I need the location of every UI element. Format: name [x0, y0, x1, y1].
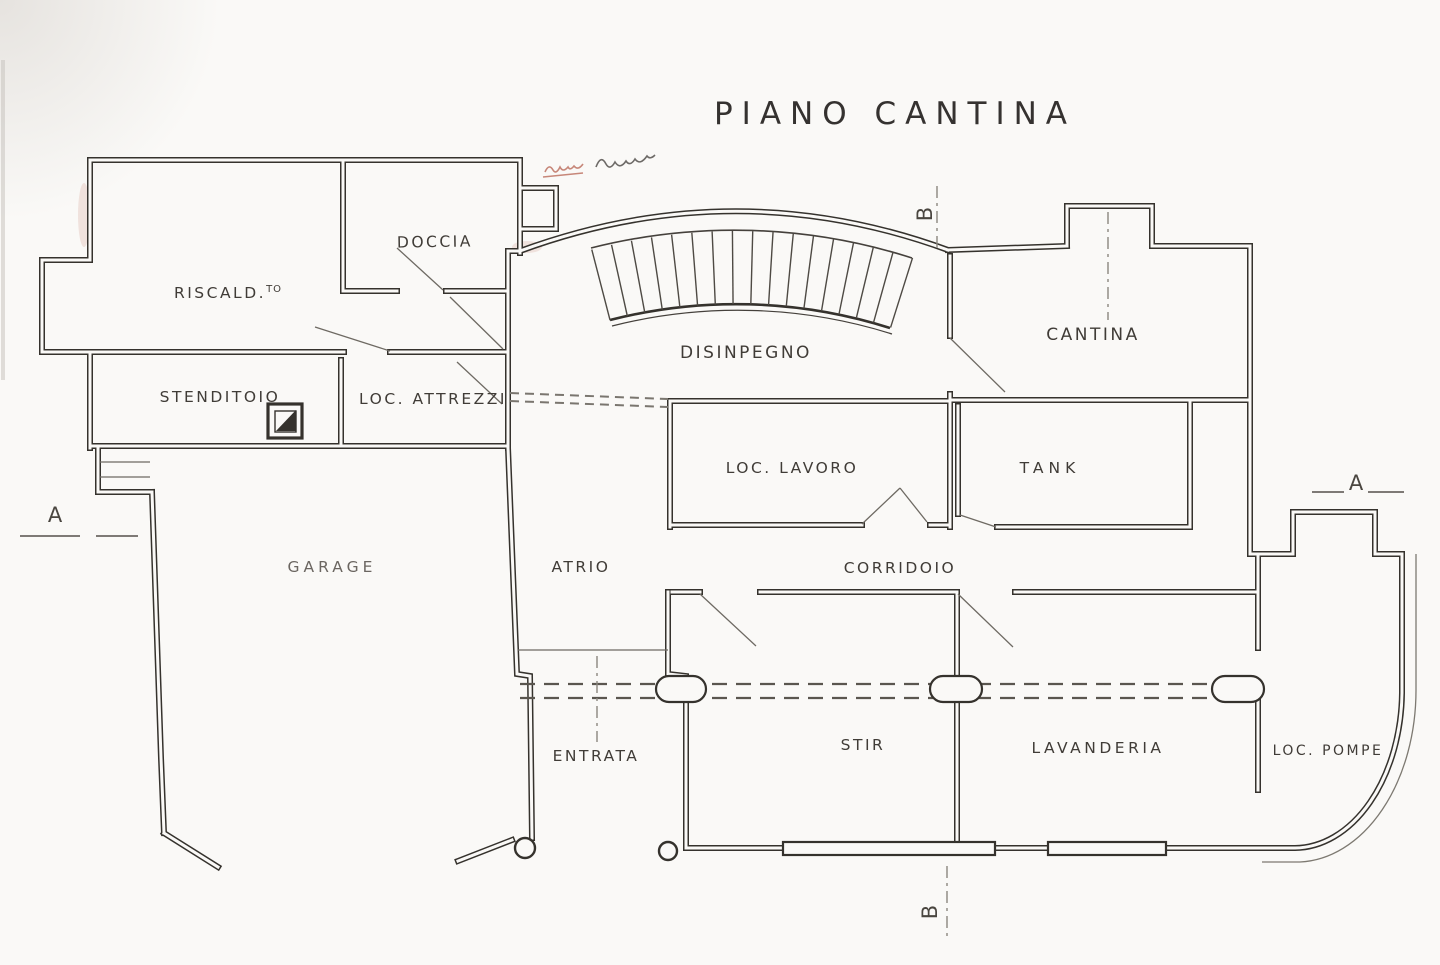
- fixtures: [266, 402, 1266, 862]
- block-a-interior-walls: [90, 160, 510, 448]
- section-marker-b-bottom: B: [918, 905, 942, 919]
- stair-top-arc: [590, 229, 913, 259]
- scan-artifacts: [1, 60, 542, 380]
- room-label-lavanderia: LAVANDERIA: [1031, 739, 1164, 757]
- wall-cores: [40, 158, 1404, 870]
- room-label-doccia: DOCCIA: [397, 232, 473, 251]
- block-a-left-niche: [40, 258, 92, 354]
- pilaster: [928, 674, 984, 704]
- handwritten-annotations: [542, 154, 656, 178]
- room-label-stenditoio: STENDITOIO: [160, 388, 281, 406]
- loc-pompe-outer-wall: [1228, 510, 1404, 850]
- window-band-stir: [781, 840, 997, 857]
- section-marker-a-left: A: [48, 503, 63, 527]
- handwritten-note-pencil: [595, 154, 656, 168]
- entrata-right-wall: [665, 589, 689, 848]
- block-a-right-wall: [506, 249, 522, 450]
- detail-lines: [20, 186, 1417, 940]
- niche-steps: [100, 461, 150, 478]
- garage-left-niche: [96, 444, 154, 494]
- room-label-tank: TANK: [1019, 459, 1081, 477]
- cantina-top-wall: [946, 204, 1252, 252]
- loc-pompe-exterior-line: [1262, 554, 1417, 863]
- section-marker-a-right: A: [1349, 471, 1364, 495]
- block-a-topright-niche: [517, 185, 559, 232]
- round-column: [513, 836, 537, 860]
- garage-left-niche: [95, 443, 155, 495]
- door-swings: [314, 247, 1014, 648]
- round-column: [657, 840, 679, 862]
- labels: PIANO CANTINA RISCALD.TO DOCCIA STENDITO…: [48, 96, 1384, 919]
- room-label-loc-lavoro: LOC. LAVORO: [726, 459, 859, 477]
- block-a-outer-wall: [88, 158, 522, 450]
- garage-door-right-stub: [456, 838, 514, 863]
- room-label-riscaldamento: RISCALD.TO: [174, 284, 282, 302]
- room-label-stir: STIR: [841, 736, 886, 754]
- walls: [39, 157, 1405, 872]
- room-label-corridoio: CORRIDOIO: [844, 559, 957, 577]
- window-band-lavanderia: [1046, 840, 1168, 857]
- cantina-top-wall: [944, 203, 1253, 254]
- room-label-atrio: ATRIO: [552, 558, 611, 576]
- room-label-loc-pompe: LOC. POMPE: [1273, 743, 1384, 759]
- disimpegno-outer-arc-wall: [518, 209, 950, 253]
- handwritten-note-red: [542, 163, 584, 178]
- loc-lavoro-walls: [668, 399, 952, 529]
- block-a-left-niche: [39, 257, 93, 355]
- stair-bottom-edge-inner: [611, 309, 893, 335]
- room-label-disimpegno: DISINPEGNO: [680, 343, 812, 363]
- room-label-cantina: CANTINA: [1046, 325, 1139, 345]
- stair-bottom-edge: [609, 302, 891, 330]
- room-label-loc-attrezzi: LOC. ATTREZZI: [359, 390, 507, 408]
- garage-atrio-wall: [506, 446, 534, 840]
- garage-left-wall: [150, 490, 221, 870]
- ceiling-beam-dashes: [520, 682, 1256, 700]
- room-label-garage: GARAGE: [288, 558, 377, 576]
- chimney-symbol: [266, 402, 304, 440]
- pilaster: [654, 674, 708, 704]
- room-label-entrata: ENTRATA: [553, 747, 640, 765]
- tank-walls: [956, 399, 1192, 529]
- page-title: PIANO CANTINA: [714, 96, 1076, 132]
- section-a-dashes: [20, 491, 1404, 537]
- section-marker-b-top: B: [913, 207, 937, 221]
- stair-treads: [591, 231, 914, 328]
- block-a-topright-niche: [518, 186, 558, 231]
- dashed-connector: [509, 392, 669, 408]
- pilaster: [1210, 674, 1266, 704]
